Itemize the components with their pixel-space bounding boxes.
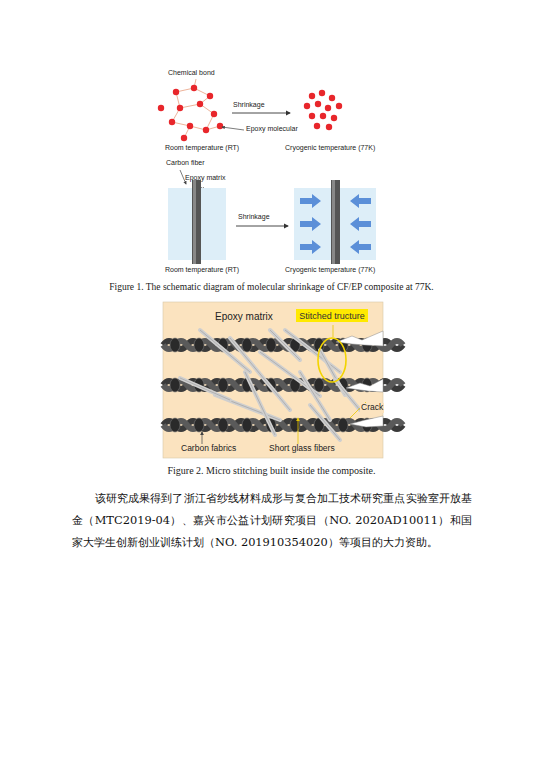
figure-label: Room temperature (RT) [165,144,239,152]
figure-label: Short glass fibers [268,444,336,454]
figure-caption: Figure 2. Micro stitching built inside t… [0,465,543,476]
figure-label: Epoxy matrix [214,311,274,323]
highlight-box: Stitched tructure [296,309,368,322]
figure-label: Epoxy molecular [246,125,298,133]
figure-caption: Figure 1. The schematic diagram of molec… [0,282,543,292]
figure-label: Shrinkage [238,213,270,221]
figure-label: Chemical bond [168,69,215,77]
figure-label: Crack [360,403,384,413]
figure-label: Carbon fiber [166,159,205,167]
figure-label: Shrinkage [233,101,265,109]
figure-label: Carbon fabrics [180,444,237,454]
body-paragraph: 该研究成果得到了浙江省纱线材料成形与复合加工技术研究重点实验室开放基金（MTC2… [72,487,472,553]
figure-label: Room temperature (RT) [165,266,239,274]
box-label: Stitched tructure [299,311,365,321]
figure-label: Cryogenic temperature (77K) [285,266,375,274]
figure-label: Epoxy matrix [185,174,225,182]
figure-label: Cryogenic temperature (77K) [285,144,375,152]
